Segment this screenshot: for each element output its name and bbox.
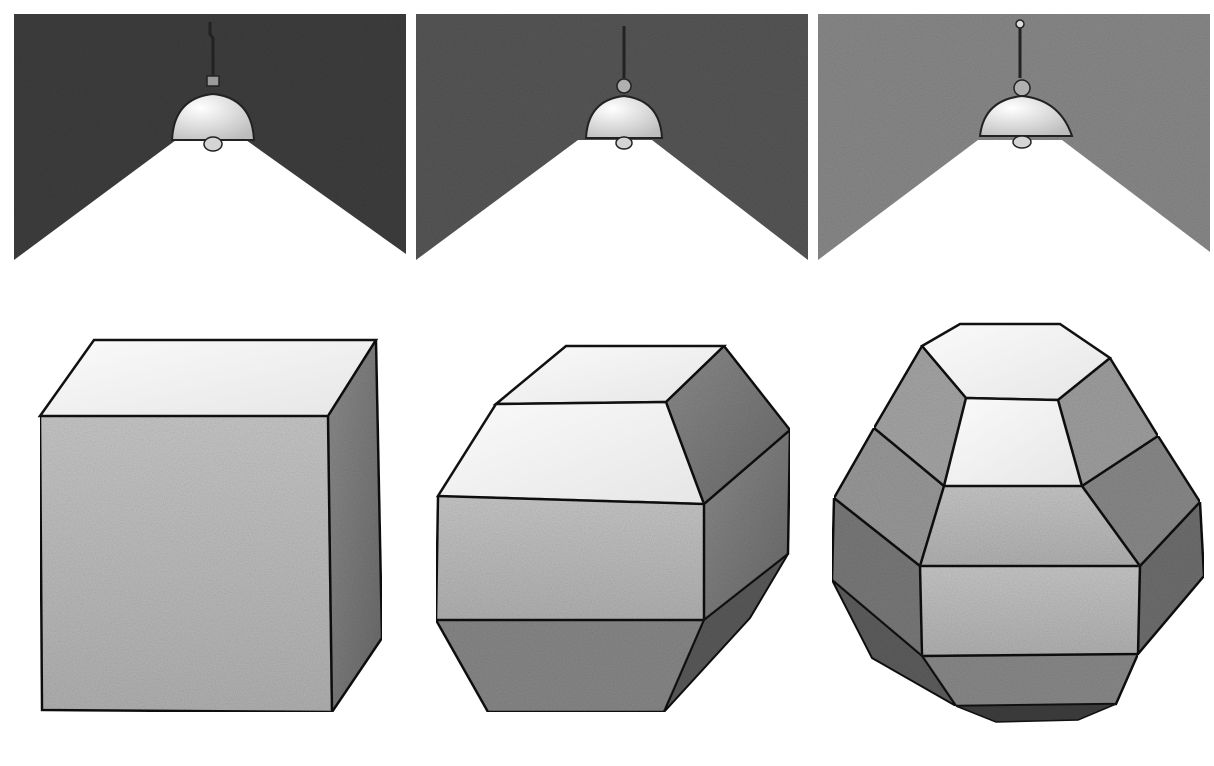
lamp-panel-1 bbox=[14, 14, 406, 260]
lamp-icon bbox=[978, 19, 1074, 149]
truncated-solid bbox=[428, 318, 798, 718]
lamp-icon bbox=[584, 26, 664, 150]
lamp-panel-2 bbox=[416, 14, 808, 260]
lamp-panel-3 bbox=[818, 14, 1210, 260]
cube-solid bbox=[30, 318, 400, 718]
faceted-solid bbox=[826, 318, 1212, 728]
lamp-icon bbox=[170, 22, 256, 152]
